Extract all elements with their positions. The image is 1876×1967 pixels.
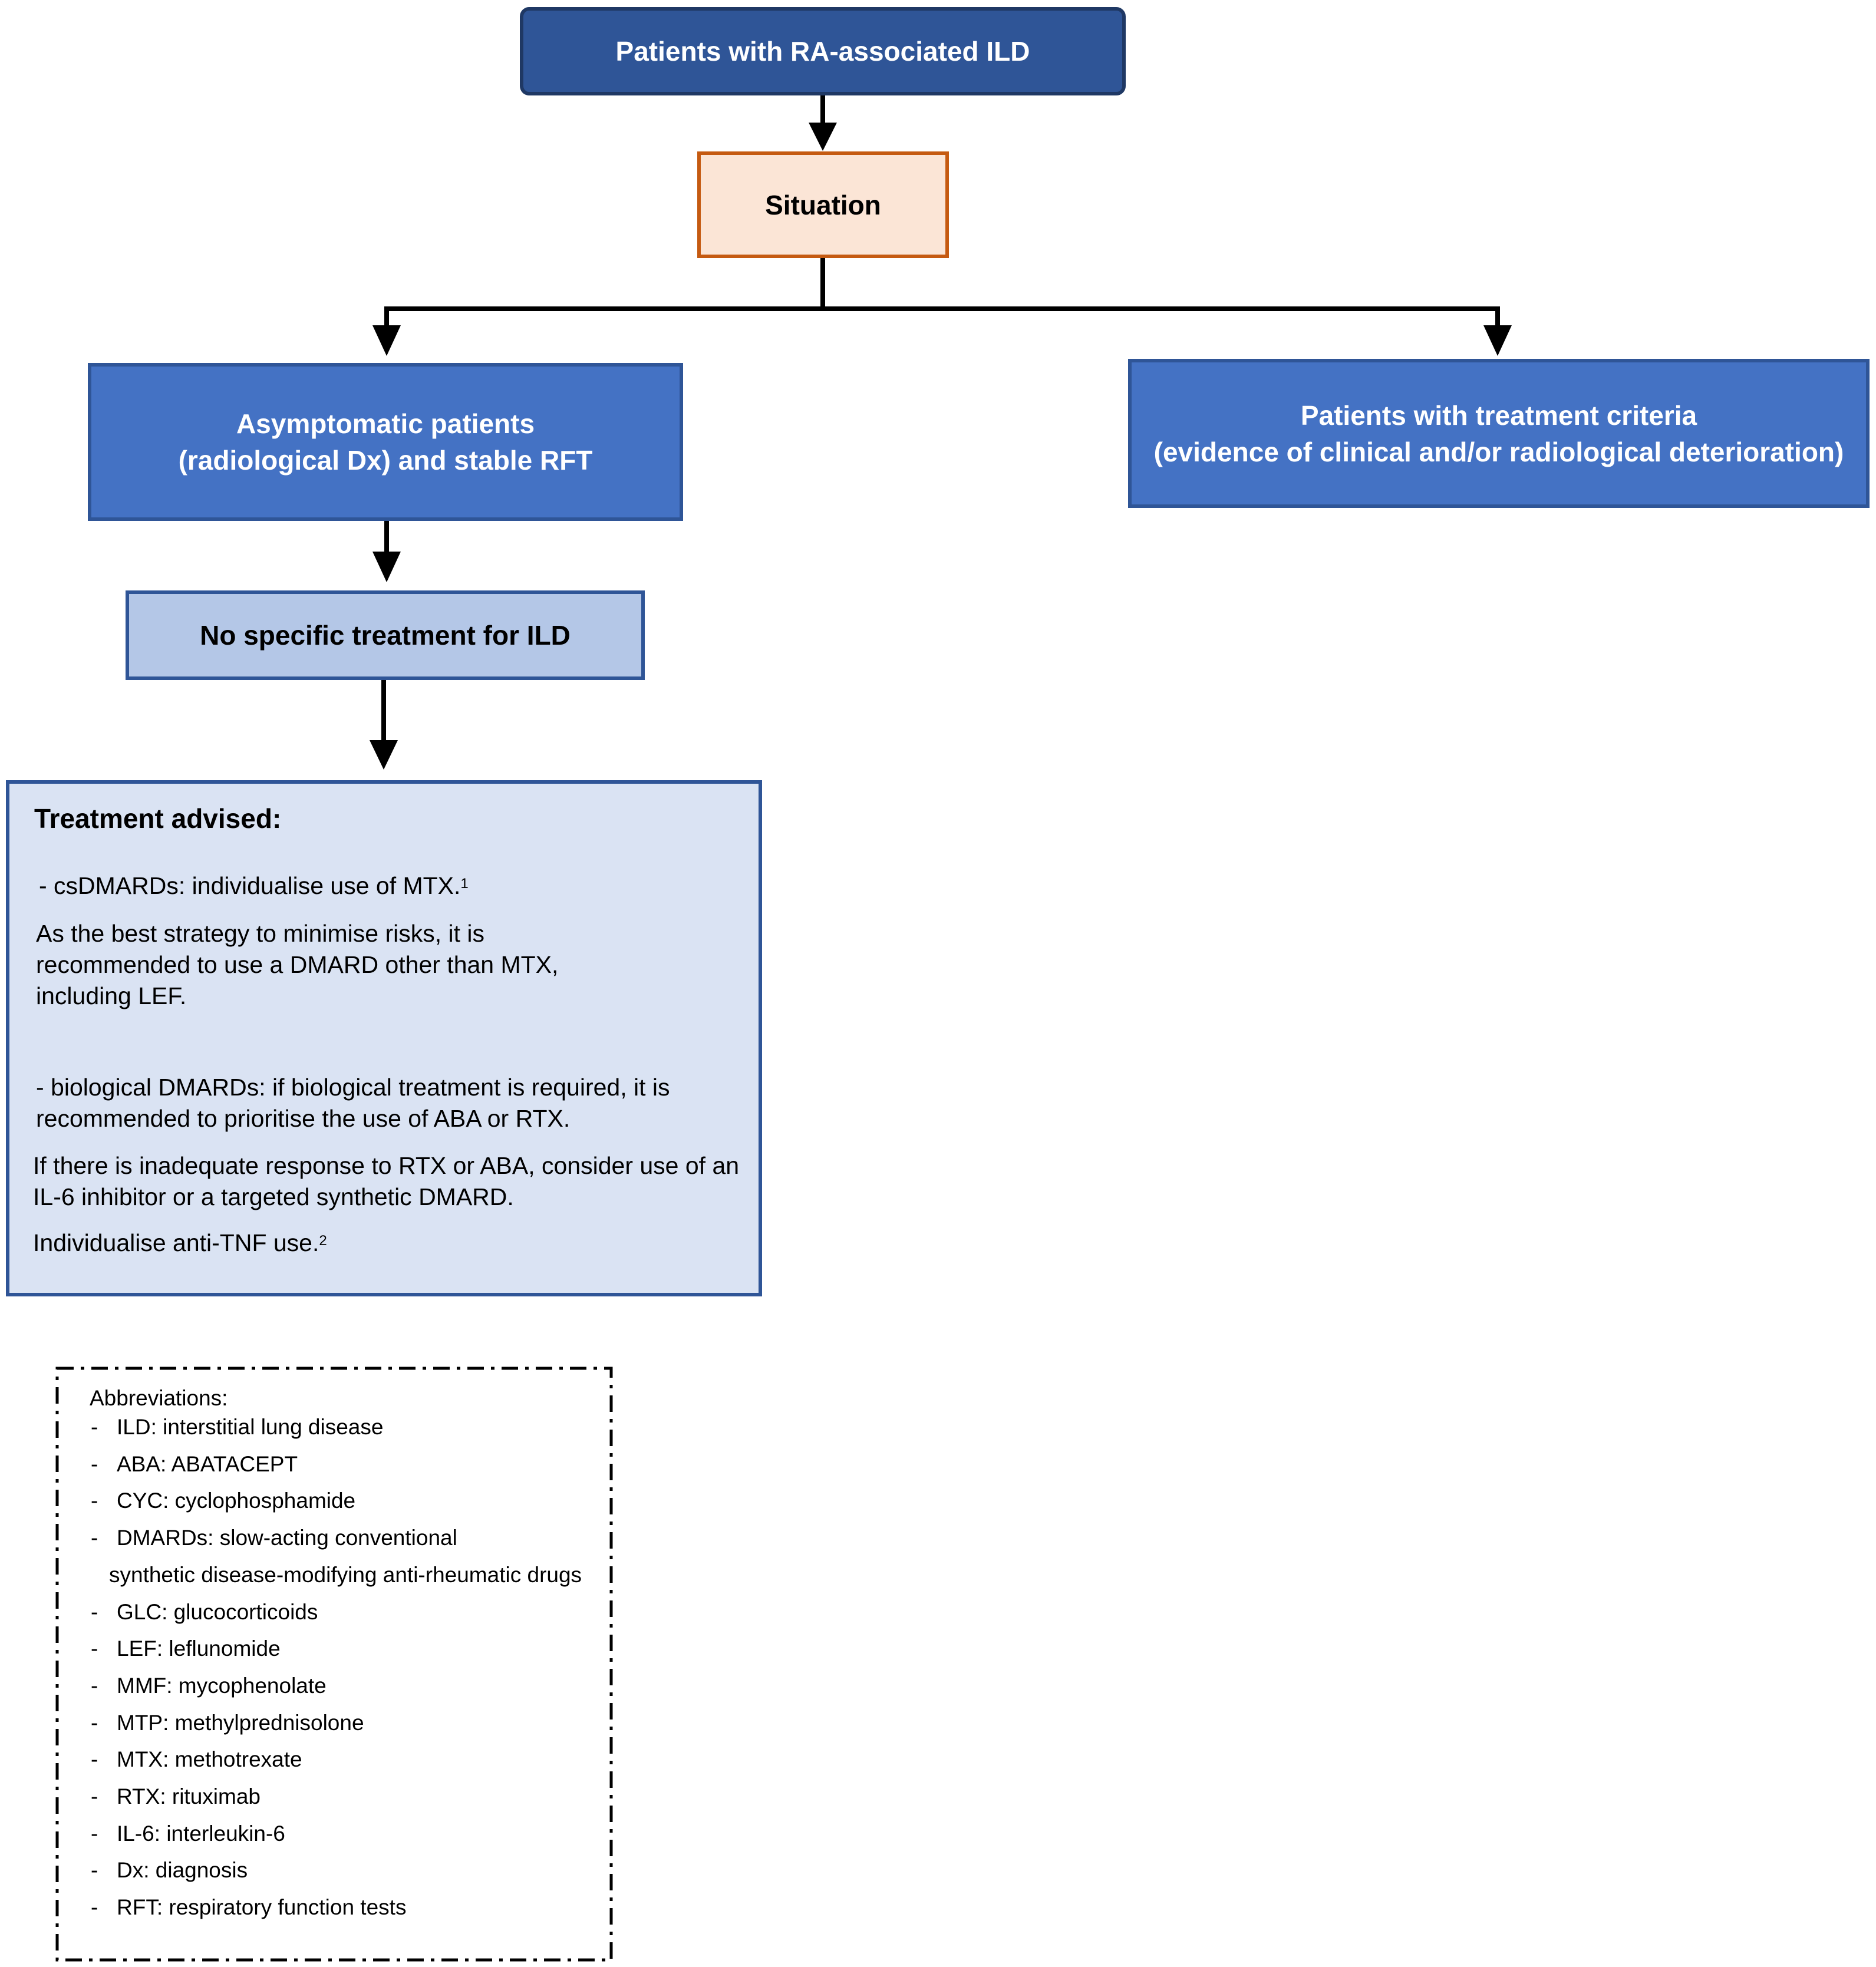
biological-line-1: - biological DMARDs: if biological treat… [36, 1074, 670, 1101]
strategy-line-1: As the best strategy to minimise risks, … [36, 920, 485, 947]
no-treatment-label: No specific treatment for ILD [200, 620, 571, 651]
footnote-1: 1 [460, 876, 469, 892]
arrowhead-situation [809, 123, 837, 151]
strategy-line-2: recommended to use a DMARD other than MT… [36, 951, 559, 978]
abbreviation-bullet: - [91, 1858, 98, 1882]
abbreviation-text: IL-6: interleukin-6 [117, 1821, 285, 1846]
arrowhead-advised [370, 740, 398, 770]
csdmards-text: - csDMARDs: individualise use of MTX. [39, 872, 461, 899]
abbreviation-text: MTX: methotrexate [117, 1747, 302, 1771]
abbreviations-legend: Abbreviations: -ILD: interstitial lung d… [57, 1368, 611, 1960]
arrowhead-asymptomatic [372, 325, 401, 356]
abbreviation-text: ABA: ABATACEPT [117, 1452, 298, 1476]
anti-tnf-text: Individualise anti-TNF use. [33, 1229, 319, 1256]
abbreviation-bullet: - [91, 1636, 98, 1661]
root-node-label: Patients with RA-associated ILD [615, 36, 1030, 67]
criteria-line-2: (evidence of clinical and/or radiologica… [1153, 436, 1844, 467]
treatment-criteria-node: Patients with treatment criteria (eviden… [1128, 359, 1870, 508]
abbreviation-text: Dx: diagnosis [117, 1858, 248, 1882]
anti-tnf-line: Individualise anti-TNF use.2 [33, 1227, 327, 1259]
abbreviation-text: MTP: methylprednisolone [117, 1711, 364, 1735]
abbreviation-text: ILD: interstitial lung disease [117, 1415, 384, 1439]
situation-node-label: Situation [765, 189, 881, 220]
abbreviation-bullet: - [91, 1674, 98, 1698]
no-treatment-node: No specific treatment for ILD [126, 590, 645, 680]
treatment-advised-title: Treatment advised: [34, 803, 282, 834]
abbreviation-bullet: - [91, 1821, 98, 1846]
strategy-line-3: including LEF. [36, 982, 187, 1009]
abbreviation-bullet: - [91, 1895, 98, 1919]
abbreviation-bullet: - [91, 1600, 98, 1624]
asymptomatic-line-1: Asymptomatic patients [236, 408, 535, 439]
inadequate-line-1: If there is inadequate response to RTX o… [33, 1152, 740, 1179]
abbreviation-text: RTX: rituximab [117, 1784, 261, 1808]
asymptomatic-node: Asymptomatic patients (radiological Dx) … [88, 363, 683, 521]
asymptomatic-line-2: (radiological Dx) and stable RFT [178, 445, 593, 476]
abbreviation-bullet: - [91, 1711, 98, 1735]
abbreviation-bullet: - [91, 1784, 98, 1808]
abbreviation-bullet: - [91, 1415, 98, 1439]
treatment-advised-box: Treatment advised: - csDMARDs: individua… [6, 780, 762, 1296]
abbreviation-text: RFT: respiratory function tests [117, 1895, 407, 1919]
situation-node: Situation [697, 151, 949, 258]
criteria-line-1: Patients with treatment criteria [1300, 400, 1697, 431]
abbreviation-dmards-continuation: synthetic disease-modifying anti-rheumat… [109, 1563, 582, 1587]
root-node: Patients with RA-associated ILD [520, 7, 1126, 95]
footnote-2: 2 [319, 1233, 327, 1249]
biological-line-2: recommended to prioritise the use of ABA… [36, 1105, 571, 1132]
abbreviation-text: CYC: cyclophosphamide [117, 1489, 356, 1513]
abbreviation-bullet: - [91, 1747, 98, 1771]
inadequate-line-2: IL-6 inhibitor or a targeted synthetic D… [33, 1183, 514, 1210]
arrowhead-no-treatment [372, 552, 401, 582]
abbreviation-bullet: - [91, 1526, 98, 1550]
csdmards-line: - csDMARDs: individualise use of MTX.1 [39, 870, 469, 902]
arrowhead-criteria [1483, 325, 1512, 356]
abbreviation-bullet: - [91, 1452, 98, 1476]
abbreviation-text: MMF: mycophenolate [117, 1674, 327, 1698]
abbreviations-title: Abbreviations: [90, 1386, 228, 1410]
abbreviation-text: DMARDs: slow-acting conventional [117, 1526, 457, 1550]
abbreviation-text: LEF: leflunomide [117, 1636, 281, 1661]
abbreviations-dashed-border [55, 1367, 613, 1962]
abbreviation-bullet: - [91, 1489, 98, 1513]
abbreviation-text: GLC: glucocorticoids [117, 1600, 318, 1624]
